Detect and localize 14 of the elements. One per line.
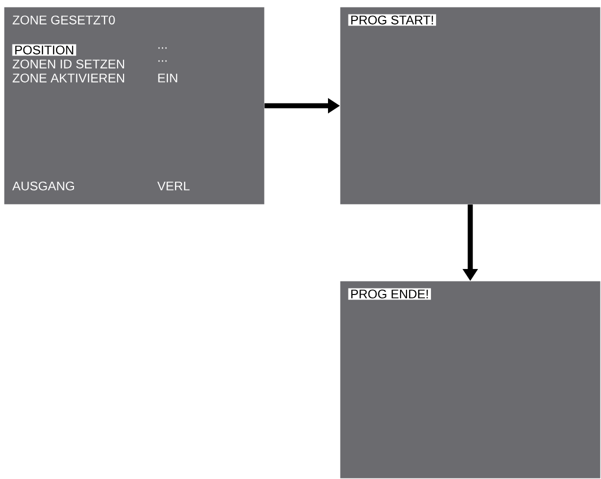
highlighted-menu-item: PROG START! [348, 14, 436, 26]
screen-panel [4, 7, 264, 204]
menu-text: ZONE AKTIVIEREN [12, 74, 124, 82]
menu-text: VERL [157, 182, 190, 190]
screen-panel [340, 7, 600, 204]
screen-panel [340, 281, 600, 478]
menu-text: ZONEN ID SETZEN [12, 60, 124, 68]
highlighted-menu-item: PROG ENDE! [348, 288, 431, 300]
menu-text: EIN [158, 74, 178, 82]
menu-text: ... [158, 47, 167, 49]
menu-text: ... [158, 60, 167, 62]
highlighted-menu-item: POSITION [12, 44, 76, 56]
screen-title: ZONE GESETZT0 [12, 16, 115, 24]
menu-text: AUSGANG [12, 182, 74, 190]
